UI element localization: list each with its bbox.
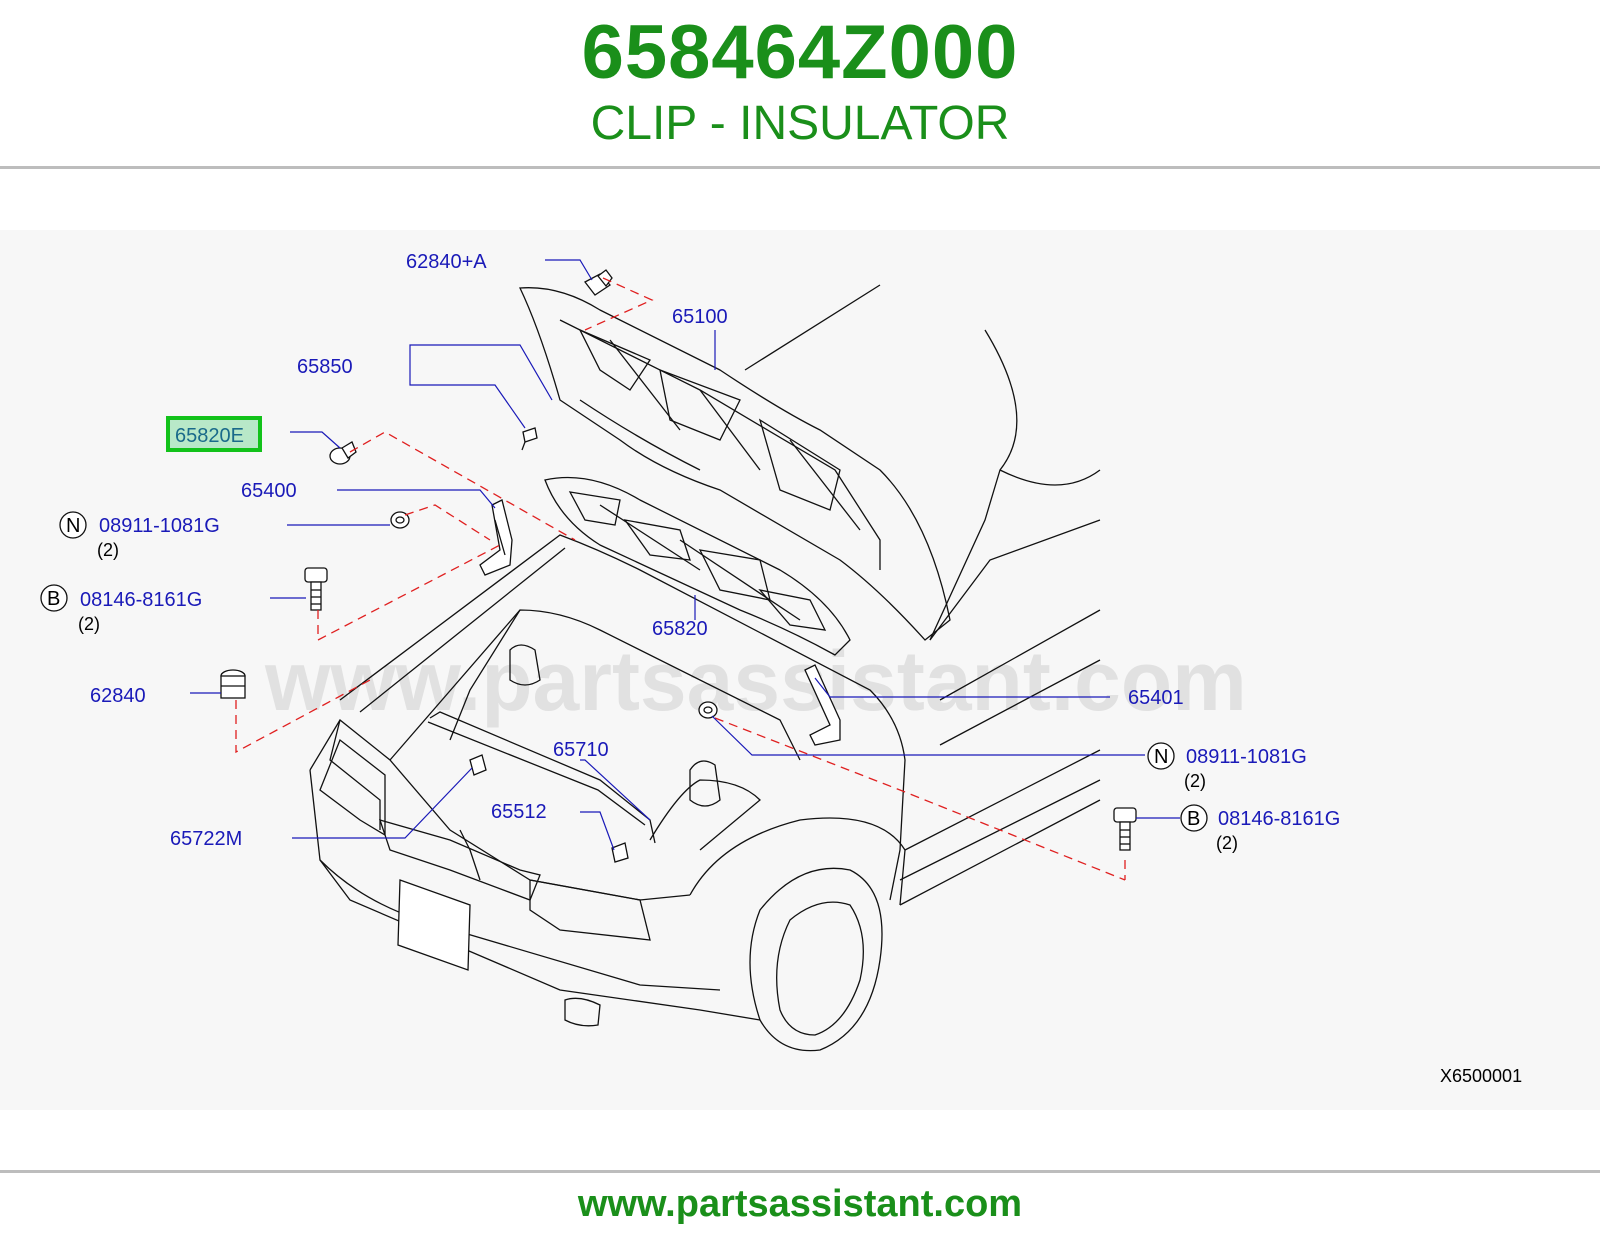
parts-diagram: www.partsassistant.com [0,230,1600,1110]
bolt-symbol-left [40,584,68,612]
qty-08911-left: (2) [97,540,119,560]
label-65100[interactable]: 65100 [672,306,728,328]
assembly-dash-lines [235,277,1126,881]
insulator-clip-icon [329,441,357,465]
label-65401[interactable]: 65401 [1128,687,1184,709]
seal-clip-icon [521,427,538,451]
label-62840-a[interactable]: 62840+A [406,251,487,273]
diagram-svg: www.partsassistant.com [40,251,1522,1086]
bumper-rubber-a-icon [584,269,613,296]
part-glyphs [220,269,1137,863]
stay-clip-icon [469,754,487,776]
label-65722m[interactable]: 65722M [170,828,242,850]
watermark-text: www.partsassistant.com [264,634,1247,728]
hood-bumper-icon [220,669,246,699]
nut-left-icon [390,511,410,529]
header-divider [0,166,1600,169]
label-62840[interactable]: 62840 [90,685,146,707]
label-65512[interactable]: 65512 [491,801,547,823]
label-08146-right[interactable]: 08146-8161G [1218,808,1340,830]
label-65400[interactable]: 65400 [241,480,297,502]
hood-hinge-right-icon [804,664,841,746]
footer-website-link[interactable]: www.partsassistant.com [577,1183,1023,1225]
part-labels: 62840+A 65100 65850 65820E 65400 N 08911… [40,251,1522,1086]
bolt-symbol-right-letter: B [1187,808,1200,830]
label-65710[interactable]: 65710 [553,739,609,761]
nut-symbol-right-letter: N [1154,746,1168,768]
leader-lines [190,259,1180,851]
label-65820[interactable]: 65820 [652,618,708,640]
drawing-code: X6500001 [1440,1066,1522,1086]
highlight-box-65820e [166,416,262,452]
hood-hinge-left-icon [479,499,513,576]
nut-symbol-right [1147,742,1175,770]
page-header: 658464Z000 CLIP - INSULATOR [0,0,1600,168]
footer-divider [0,1170,1600,1173]
qty-08146-left: (2) [78,614,100,634]
label-08911-right[interactable]: 08911-1081G [1186,746,1307,768]
label-08146-left[interactable]: 08146-8161G [80,589,202,611]
part-name-subtitle: CLIP - INSULATOR [590,97,1010,150]
car-body-drawing [309,284,1101,1052]
label-65850[interactable]: 65850 [297,356,353,378]
qty-08146-right: (2) [1216,833,1238,853]
nut-symbol-left-letter: N [66,515,80,537]
bolt-symbol-left-letter: B [47,588,60,610]
label-65820e-highlighted[interactable]: 65820E [175,425,244,447]
part-number-title: 658464Z000 [581,10,1019,95]
nut-symbol-left [59,511,87,539]
label-08911-left[interactable]: 08911-1081G [99,515,220,537]
bolt-right-icon [1113,807,1137,851]
nut-right-icon [698,701,718,719]
qty-08911-right: (2) [1184,771,1206,791]
bolt-symbol-right [1180,804,1208,832]
hood-lock-icon [611,842,629,863]
bolt-left-icon [304,567,328,611]
